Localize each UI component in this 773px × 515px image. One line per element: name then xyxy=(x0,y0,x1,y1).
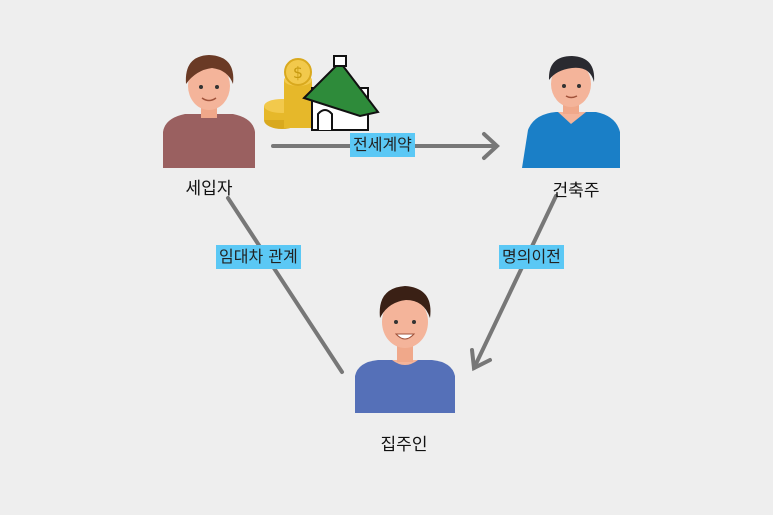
edge-ownership-transfer xyxy=(472,194,558,370)
owner-person-icon xyxy=(355,286,455,413)
svg-text:$: $ xyxy=(293,63,303,82)
house-money-icon: $ xyxy=(264,55,380,131)
ownership-transfer-label: 명의이전 xyxy=(499,245,564,269)
builder-person-icon xyxy=(522,56,620,168)
edge-rental-relation xyxy=(226,196,344,374)
tenant-label: 세입자 xyxy=(185,179,233,199)
tenant-person-icon xyxy=(163,55,255,168)
arrowhead-icon xyxy=(482,132,500,160)
lease-contract-label: 전세계약 xyxy=(350,133,415,157)
arrowhead-icon xyxy=(470,348,492,372)
rental-relation-label: 임대차 관계 xyxy=(216,245,301,269)
builder-label: 건축주 xyxy=(552,181,600,201)
owner-label: 집주인 xyxy=(380,435,428,455)
